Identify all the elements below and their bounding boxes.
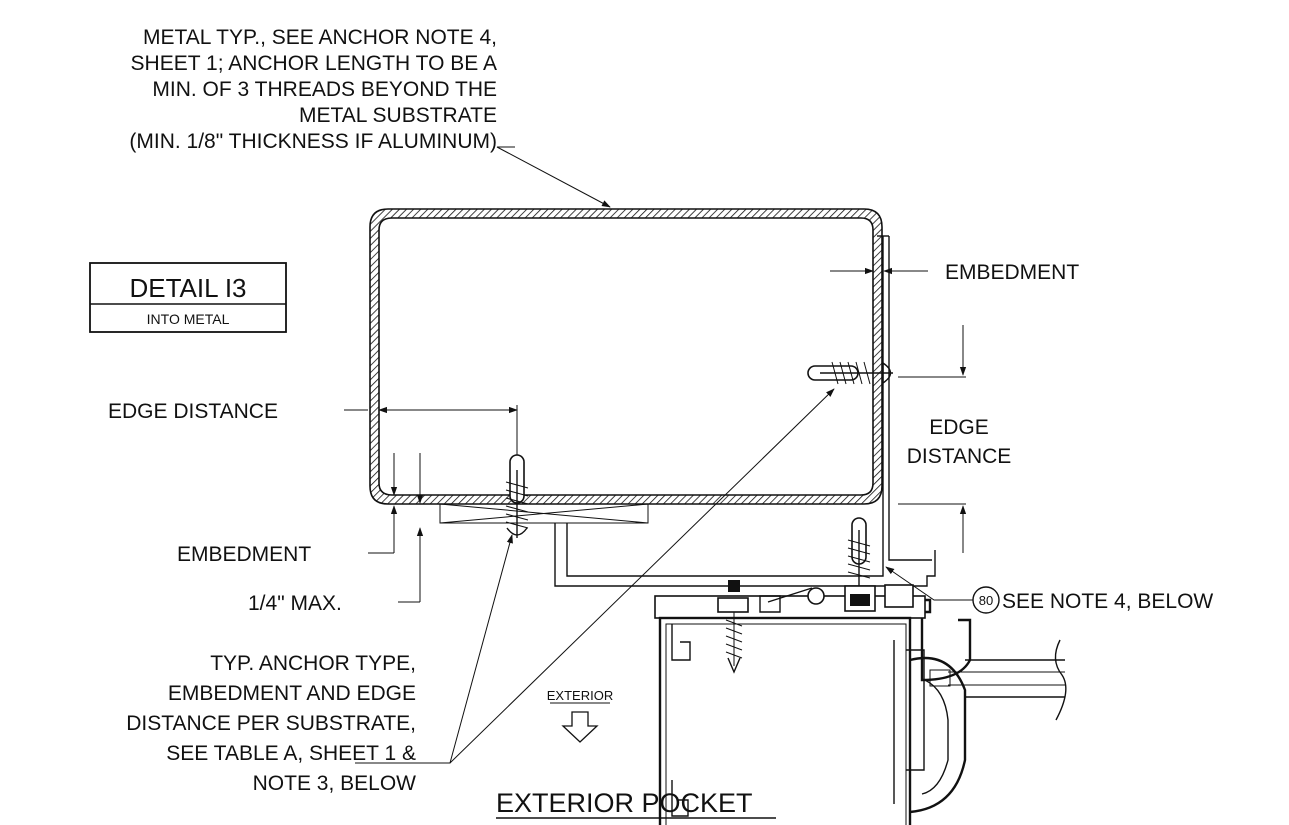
metal-note-line-1: METAL TYP., SEE ANCHOR NOTE 4, [143, 26, 497, 49]
dimension-lines [344, 146, 974, 764]
glazing-unit [948, 639, 1067, 721]
metal-substrate-tube [369, 208, 883, 505]
exterior-label: EXTERIOR [547, 688, 613, 703]
embedment-left-label: EMBEDMENT [177, 543, 311, 566]
metal-note-line-2: SHEET 1; ANCHOR LENGTH TO BE A [131, 52, 497, 75]
see-note-4-label: SEE NOTE 4, BELOW [1002, 590, 1213, 613]
embedment-right-label: EMBEDMENT [945, 261, 1079, 284]
anchor-note-line-4: SEE TABLE A, SHEET 1 & [166, 742, 416, 765]
metal-note-line-3: MIN. OF 3 THREADS BEYOND THE [152, 78, 497, 101]
detail-subtitle: INTO METAL [147, 311, 230, 327]
detail-title-box: DETAIL I3 INTO METAL [89, 262, 287, 333]
anchor-side [807, 361, 893, 385]
window-frame-extrusion [654, 580, 972, 825]
metal-note-line-4: METAL SUBSTRATE [299, 104, 497, 127]
caption: EXTERIOR POCKET [496, 788, 776, 819]
shim-pack [439, 503, 649, 524]
anchor-note-line-5: NOTE 3, BELOW [253, 772, 417, 795]
caption-text: EXTERIOR POCKET [496, 788, 753, 818]
edge-distance-right-line-1: EDGE [929, 416, 989, 439]
anchor-note-line-3: DISTANCE PER SUBSTRATE, [126, 712, 416, 735]
edge-distance-right-line-2: DISTANCE [907, 445, 1012, 468]
frame-screw [725, 612, 743, 674]
callout-circle [972, 586, 1000, 614]
receptor-frame [439, 235, 936, 587]
callout-80: 80 SEE NOTE 4, BELOW [972, 586, 1213, 614]
quarter-max-label: 1/4" MAX. [248, 592, 342, 615]
edge-distance-left-label: EDGE DISTANCE [108, 400, 278, 423]
gasket-bulb [807, 587, 825, 605]
exterior-indicator: EXTERIOR [547, 688, 613, 743]
anchor-bottom-left [505, 454, 529, 538]
anchor-note-line-2: EMBEDMENT AND EDGE [168, 682, 416, 705]
down-arrow-icon [561, 711, 599, 743]
anchor-note: TYP. ANCHOR TYPE, EMBEDMENT AND EDGE DIS… [126, 652, 416, 795]
anchor-note-line-1: TYP. ANCHOR TYPE, [210, 652, 416, 675]
metal-note: METAL TYP., SEE ANCHOR NOTE 4, SHEET 1; … [129, 26, 497, 153]
anchor-bottom-right [847, 517, 871, 586]
metal-note-line-5: (MIN. 1/8" THICKNESS IF ALUMINUM) [129, 130, 497, 153]
detail-title: DETAIL I3 [129, 273, 246, 303]
callout-number: 80 [979, 593, 993, 608]
